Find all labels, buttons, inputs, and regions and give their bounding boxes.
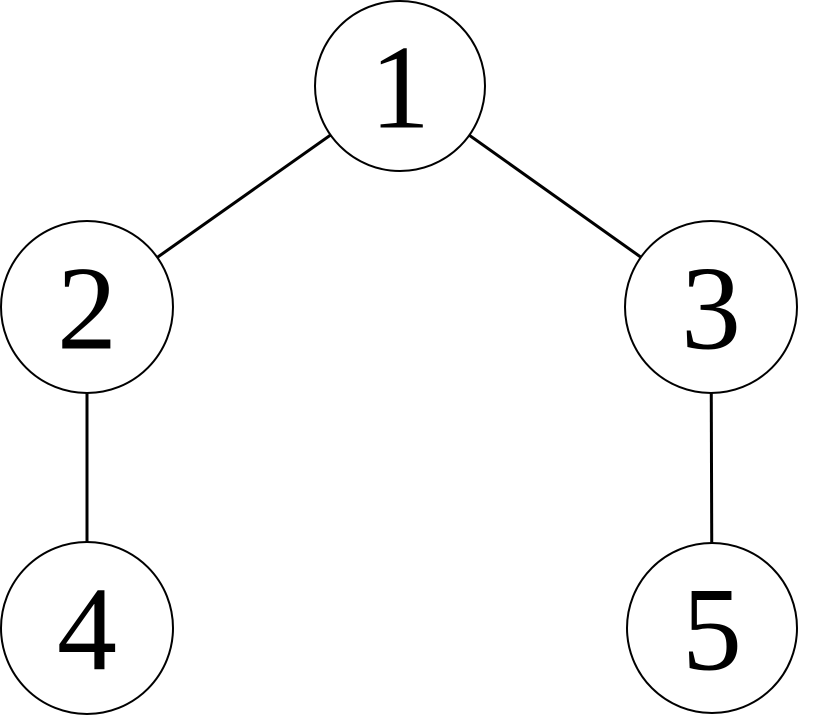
node-circle-2 bbox=[0, 220, 174, 394]
graph-node-4: 4 bbox=[0, 541, 174, 715]
node-label-1: 1 bbox=[370, 20, 430, 153]
node-label-2: 2 bbox=[57, 241, 117, 374]
node-circle-3 bbox=[624, 220, 798, 394]
node-label-5: 5 bbox=[682, 562, 742, 695]
node-circle-4 bbox=[0, 541, 174, 715]
graph-node-3: 3 bbox=[624, 220, 798, 394]
node-label-4: 4 bbox=[57, 562, 117, 695]
node-circle-5 bbox=[626, 542, 798, 714]
graph-node-2: 2 bbox=[0, 220, 174, 394]
graph-node-1: 1 bbox=[314, 0, 486, 172]
node-label-3: 3 bbox=[681, 241, 741, 374]
node-circle-1 bbox=[314, 0, 486, 172]
graph-node-5: 5 bbox=[626, 542, 798, 714]
